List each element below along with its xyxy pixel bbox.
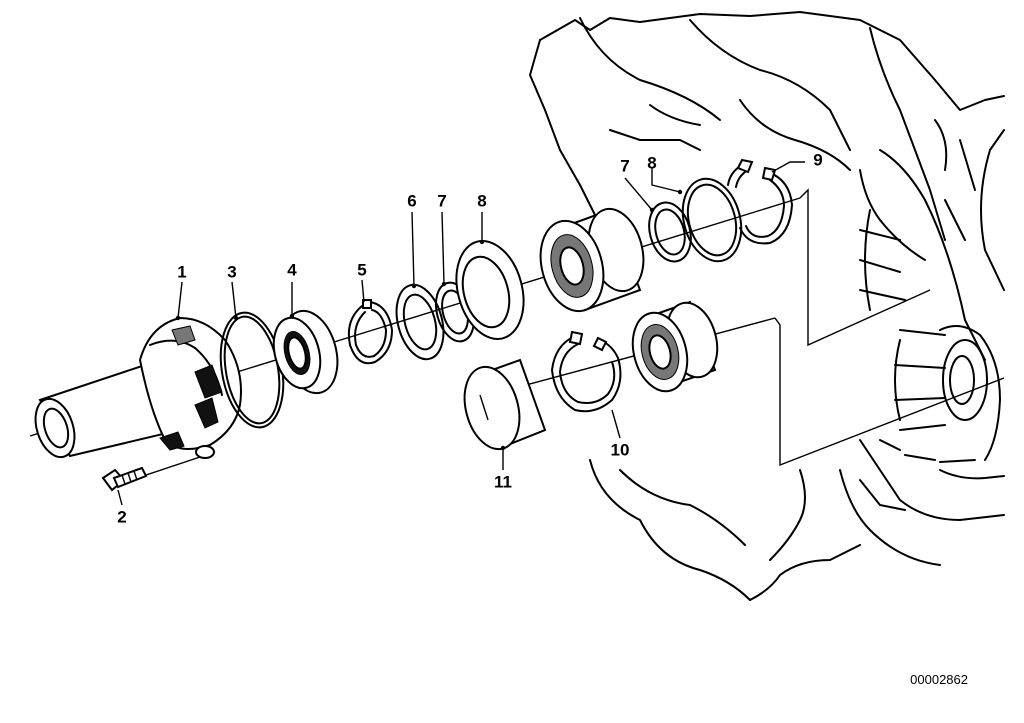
callout-7a: 7 (437, 191, 447, 211)
callout-6: 6 (407, 191, 417, 211)
callout-7b: 7 (620, 156, 630, 176)
callout-11: 11 (494, 472, 512, 492)
callout-2: 2 (117, 507, 127, 527)
ball-bearing-lower (631, 300, 719, 393)
part-5-circlip (347, 299, 393, 365)
callout-1: 1 (177, 262, 187, 282)
part-8-washer-a (455, 239, 525, 341)
gearbox-housing (529, 11, 1005, 601)
part-2-screw (101, 466, 148, 492)
part-8-washer-b (681, 177, 743, 263)
callout-8b: 8 (647, 153, 657, 173)
document-number: 00002862 (910, 672, 968, 687)
callout-3: 3 (227, 262, 237, 282)
ball-bearing-upper (539, 207, 645, 313)
callout-5: 5 (357, 260, 367, 280)
part-9-circlip (727, 158, 793, 245)
part-4-seal (272, 309, 339, 395)
callout-10: 10 (610, 440, 630, 460)
callout-9: 9 (813, 150, 823, 170)
part-10-circlip (551, 330, 622, 413)
part-11-cap (463, 358, 547, 451)
callout-4: 4 (287, 260, 297, 280)
callout-8a: 8 (477, 191, 487, 211)
leader-lines (117, 161, 805, 506)
part-6-shim (395, 283, 445, 361)
part-1-sleeve (34, 316, 242, 459)
leader-dots (175, 189, 683, 451)
